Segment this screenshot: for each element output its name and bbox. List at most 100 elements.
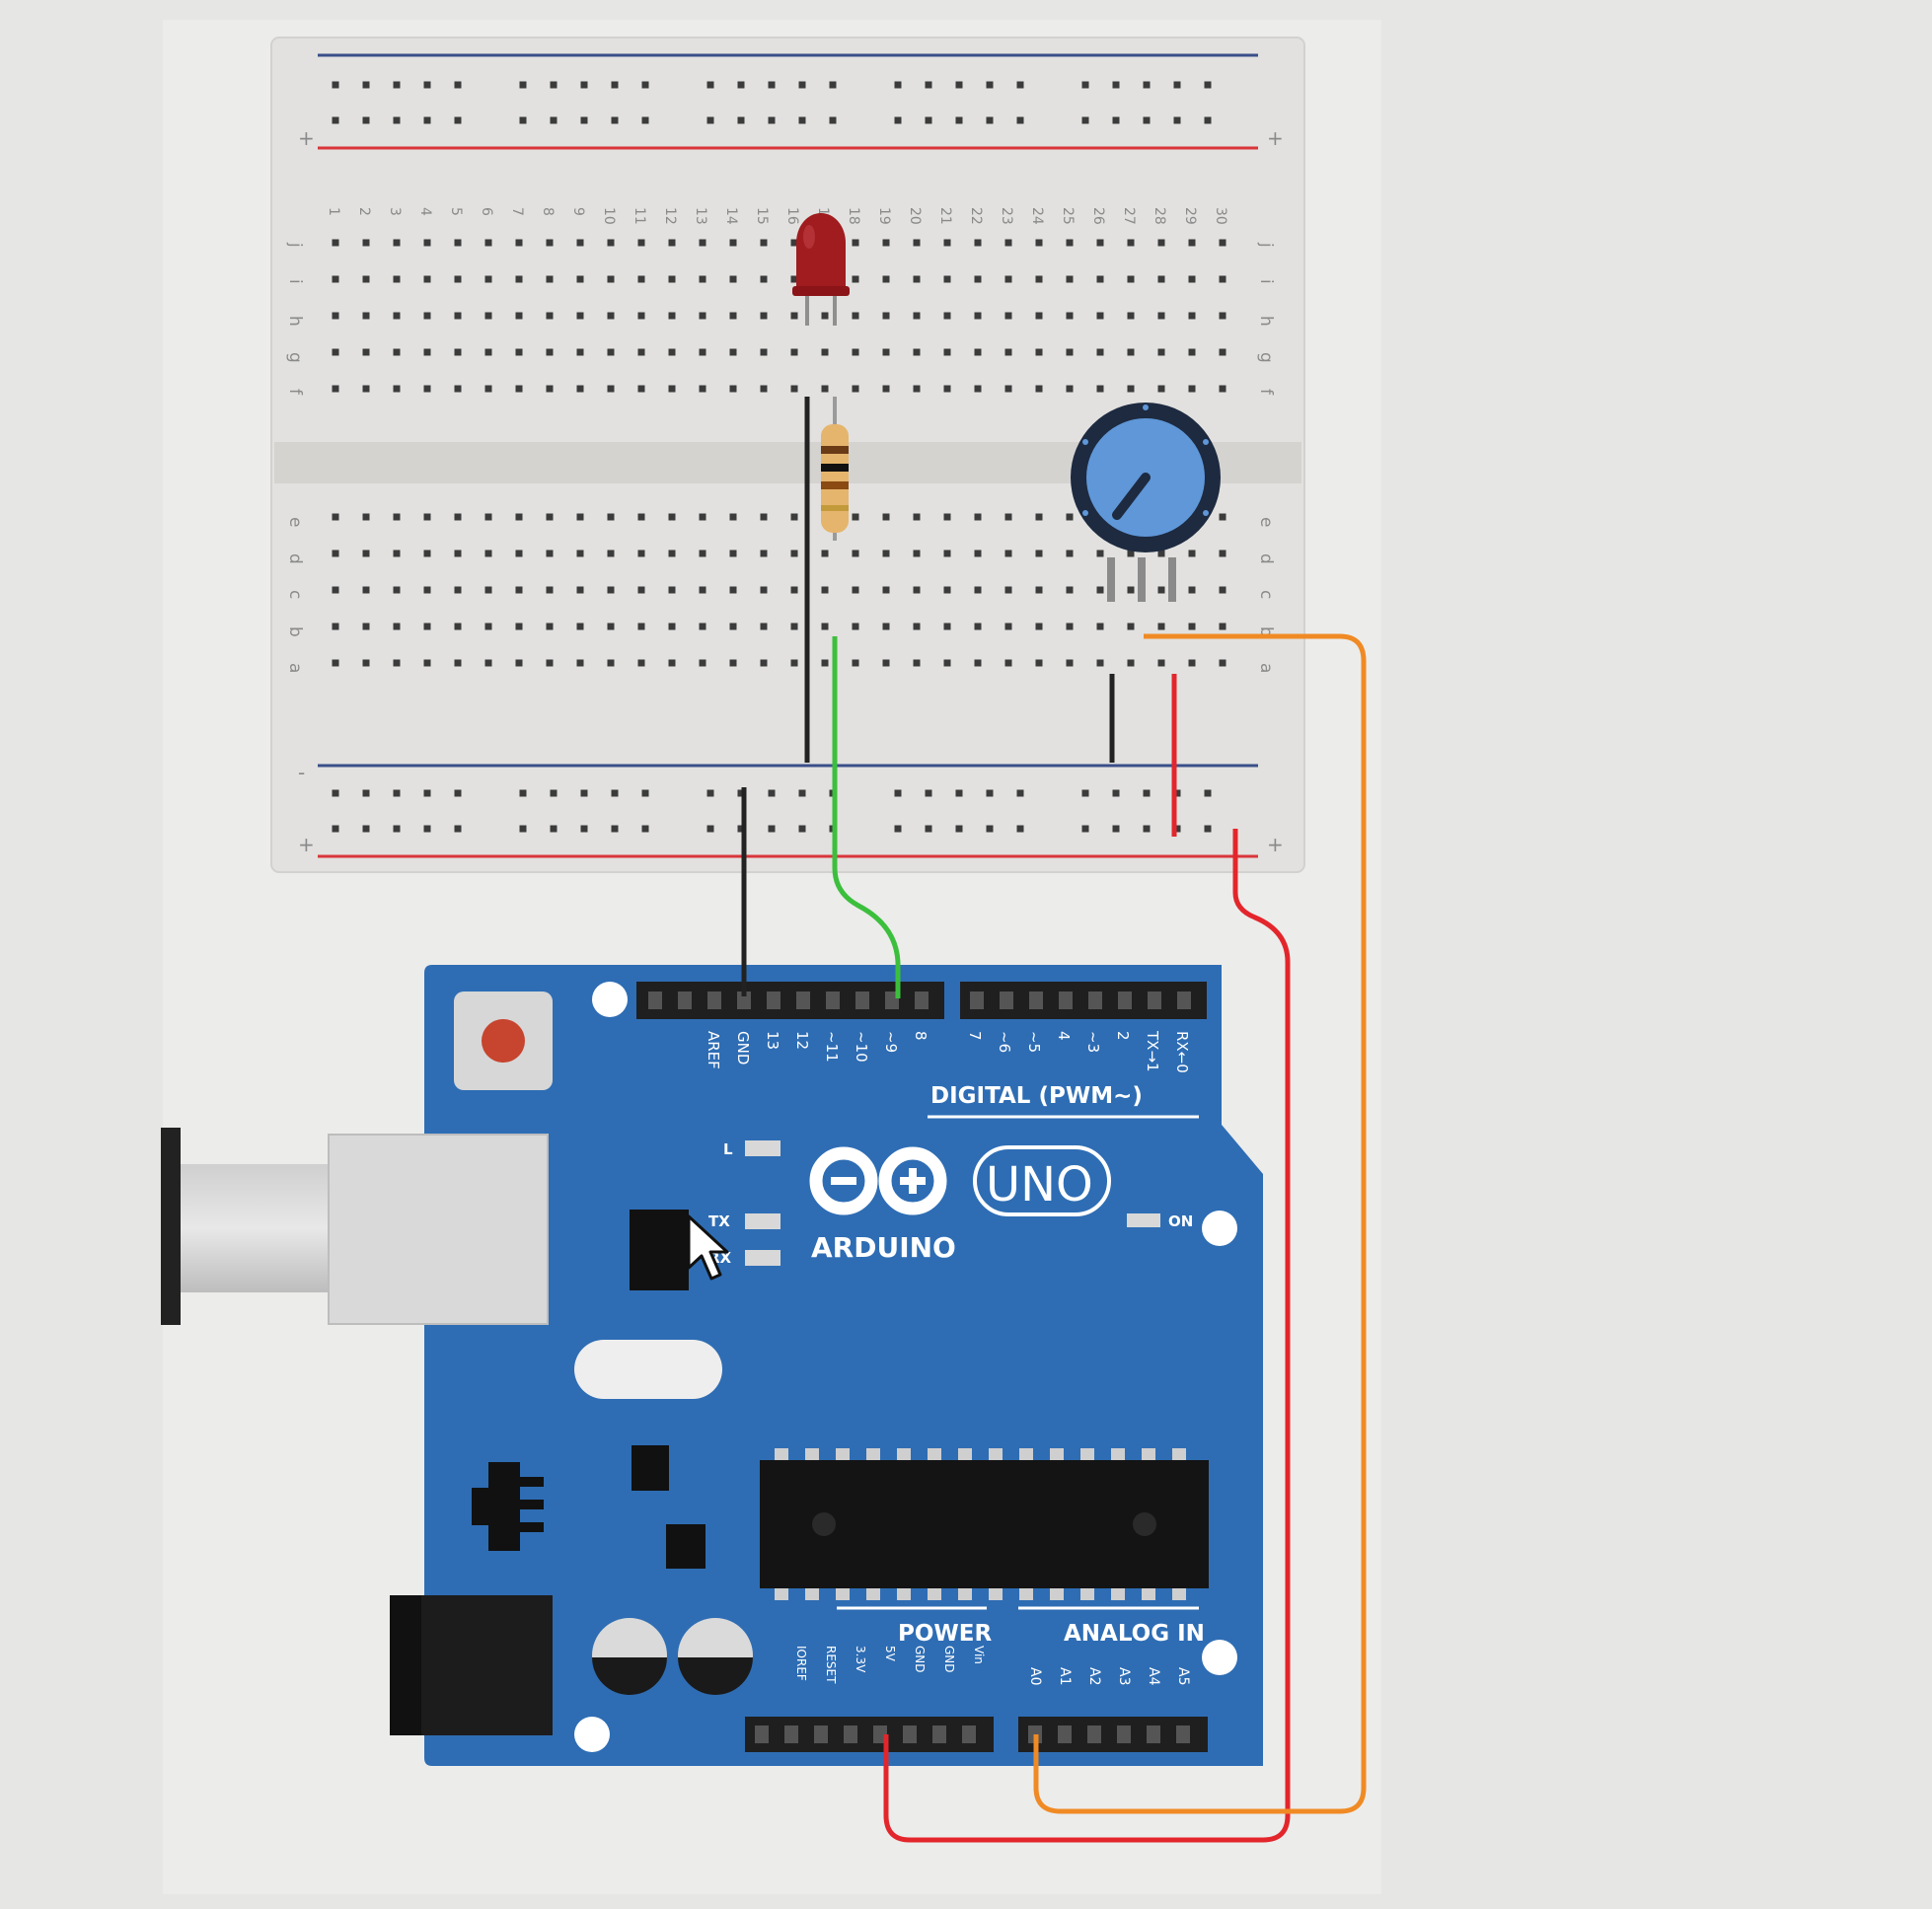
breadboard-hole — [1157, 586, 1165, 594]
rail-hole — [1173, 789, 1181, 797]
header-socket — [1059, 991, 1073, 1009]
breadboard-hole — [943, 586, 951, 594]
mcu-pin — [866, 1448, 880, 1460]
header-socket — [737, 991, 751, 1009]
column-number: 7 — [509, 207, 525, 216]
rail-hole — [706, 81, 714, 89]
rail-hole — [580, 81, 588, 89]
pot-tick — [1082, 510, 1088, 516]
arduino-uno-board[interactable]: AREF GND 13 12 ~11 ~10 ~9 8 7 ~6 ~5 4 ~3… — [161, 965, 1263, 1766]
mcu-pin — [989, 1588, 1003, 1600]
breadboard-hole — [1157, 348, 1165, 356]
breadboard-hole — [576, 385, 584, 393]
breadboard-hole — [484, 623, 492, 630]
breadboard-hole — [423, 550, 431, 557]
column-number: 18 — [846, 207, 861, 225]
breadboard-hole — [1004, 239, 1012, 247]
breadboard-hole — [882, 586, 890, 594]
rail-hole — [1081, 789, 1089, 797]
led[interactable] — [792, 213, 850, 326]
resistor[interactable] — [821, 397, 849, 541]
rail-hole — [1204, 116, 1212, 124]
reset-button[interactable] — [482, 1019, 525, 1063]
rail-hole — [768, 789, 776, 797]
led-body — [796, 213, 846, 292]
breadboard-hole — [1127, 550, 1135, 557]
breadboard-hole — [729, 659, 737, 667]
led-l-label: L — [723, 1140, 733, 1158]
rail-hole — [737, 789, 745, 797]
breadboard-hole — [913, 586, 921, 594]
mcu-pin — [989, 1448, 1003, 1460]
rail-hole — [829, 116, 837, 124]
breadboard-hole — [454, 586, 462, 594]
breadboard-hole — [1127, 659, 1135, 667]
wire-pot-wiper-to-a0[interactable] — [1033, 633, 1367, 1814]
breadboard-hole — [1035, 513, 1043, 521]
mcu-pin — [1050, 1448, 1064, 1460]
mcu-pin — [1019, 1448, 1033, 1460]
breadboard-hole — [423, 659, 431, 667]
breadboard-hole — [332, 239, 339, 247]
breadboard-hole — [1004, 312, 1012, 320]
breadboard-hole — [576, 239, 584, 247]
breadboard-hole — [393, 623, 401, 630]
breadboard-hole — [699, 513, 706, 521]
pin-label-reset: RESET — [824, 1646, 838, 1684]
mcu-pin — [958, 1448, 972, 1460]
rail-hole — [1081, 81, 1089, 89]
header-socket — [796, 991, 810, 1009]
resistor-body — [821, 424, 849, 533]
breadboard-hole — [454, 275, 462, 283]
header-socket — [855, 991, 869, 1009]
breadboard-hole — [729, 550, 737, 557]
rail-hole — [1143, 81, 1151, 89]
pin-label-1: TX→1 — [1144, 1030, 1161, 1072]
breadboard-hole — [484, 586, 492, 594]
power-header — [745, 1717, 994, 1752]
breadboard-hole — [362, 586, 370, 594]
mcu-pin — [897, 1588, 911, 1600]
wire-5v-to-plus-rail[interactable] — [883, 829, 1291, 1843]
breadboard-hole — [1188, 550, 1196, 557]
model-label: UNO — [986, 1157, 1093, 1212]
header-socket — [755, 1725, 769, 1743]
wire-pin9-to-resistor[interactable] — [832, 636, 901, 998]
rail-hole — [580, 789, 588, 797]
breadboard-hole — [790, 513, 798, 521]
breadboard-hole — [332, 623, 339, 630]
row-letter: a — [285, 663, 305, 673]
breadboard-hole — [1096, 348, 1104, 356]
breadboard-hole — [1004, 513, 1012, 521]
pot-pointer — [1112, 473, 1151, 520]
breadboard-hole — [852, 513, 859, 521]
rail-hole — [706, 825, 714, 833]
breadboard-hole — [1157, 385, 1165, 393]
breadboard-hole — [637, 348, 645, 356]
rail-hole — [925, 81, 932, 89]
breadboard-hole — [1157, 623, 1165, 630]
breadboard-hole — [821, 623, 829, 630]
breadboard-hole — [546, 312, 554, 320]
breadboard-hole — [607, 275, 615, 283]
rail-hole — [1016, 81, 1024, 89]
mounting-hole — [574, 1717, 610, 1752]
header-socket — [1118, 991, 1132, 1009]
breadboard-hole — [913, 659, 921, 667]
row-letter: d — [285, 553, 305, 564]
rail-hole — [332, 789, 339, 797]
pin-label-13: 13 — [764, 1031, 781, 1050]
pin-label-6: ~6 — [996, 1031, 1013, 1053]
rail-minus-sign-bottom-left: - — [298, 761, 305, 784]
rail-hole — [706, 116, 714, 124]
breadboard-hole — [332, 586, 339, 594]
breadboard-hole — [454, 513, 462, 521]
pot-pin-right — [1168, 557, 1176, 602]
breadboard-hole — [393, 586, 401, 594]
mcu-pin — [1111, 1448, 1125, 1460]
potentiometer[interactable] — [1071, 403, 1221, 602]
pin-label-12: 12 — [793, 1031, 811, 1050]
row-letter: h — [1256, 316, 1276, 327]
mcu-pin — [775, 1588, 788, 1600]
mcu-pin — [1019, 1588, 1033, 1600]
